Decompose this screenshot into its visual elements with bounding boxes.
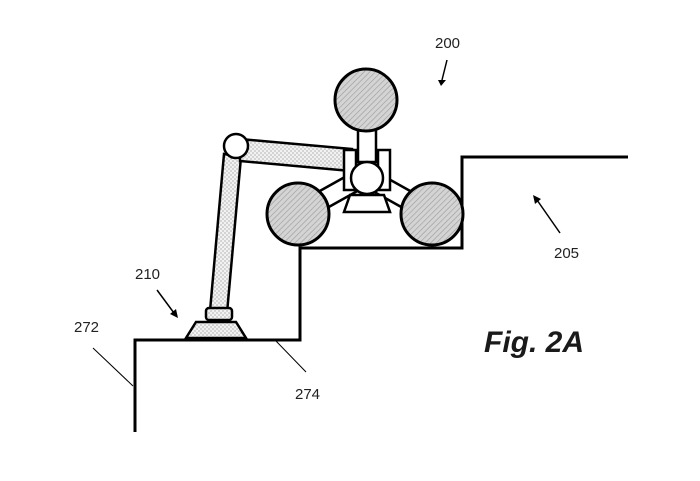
top-sphere bbox=[333, 67, 399, 133]
right-wheel bbox=[399, 181, 465, 247]
label-274: 274 bbox=[295, 386, 320, 403]
leader-210 bbox=[156, 289, 175, 314]
arm-elbow-joint bbox=[222, 132, 250, 160]
staircase-outline bbox=[133, 155, 628, 432]
leader-205 bbox=[536, 199, 561, 234]
left-wheel bbox=[265, 181, 331, 247]
arm-lower-segment bbox=[208, 152, 243, 315]
label-210: 210 bbox=[135, 266, 160, 283]
arrowhead-210 bbox=[170, 309, 178, 318]
label-205: 205 bbox=[554, 245, 579, 262]
arrowhead-200 bbox=[438, 80, 446, 86]
arrowhead-205 bbox=[533, 195, 541, 204]
central-hub bbox=[349, 160, 385, 196]
arm-foot bbox=[183, 320, 249, 340]
body-bracket-base bbox=[342, 193, 392, 214]
leader-272 bbox=[92, 347, 134, 387]
figure-caption: Fig. 2A bbox=[484, 326, 584, 359]
label-200: 200 bbox=[435, 35, 460, 52]
arm-foot-neck bbox=[204, 306, 234, 322]
spoke-top bbox=[356, 126, 378, 164]
label-272: 272 bbox=[74, 319, 99, 336]
arm-upper-segment bbox=[238, 137, 354, 173]
leader-200 bbox=[441, 59, 448, 81]
leader-274 bbox=[275, 340, 307, 373]
